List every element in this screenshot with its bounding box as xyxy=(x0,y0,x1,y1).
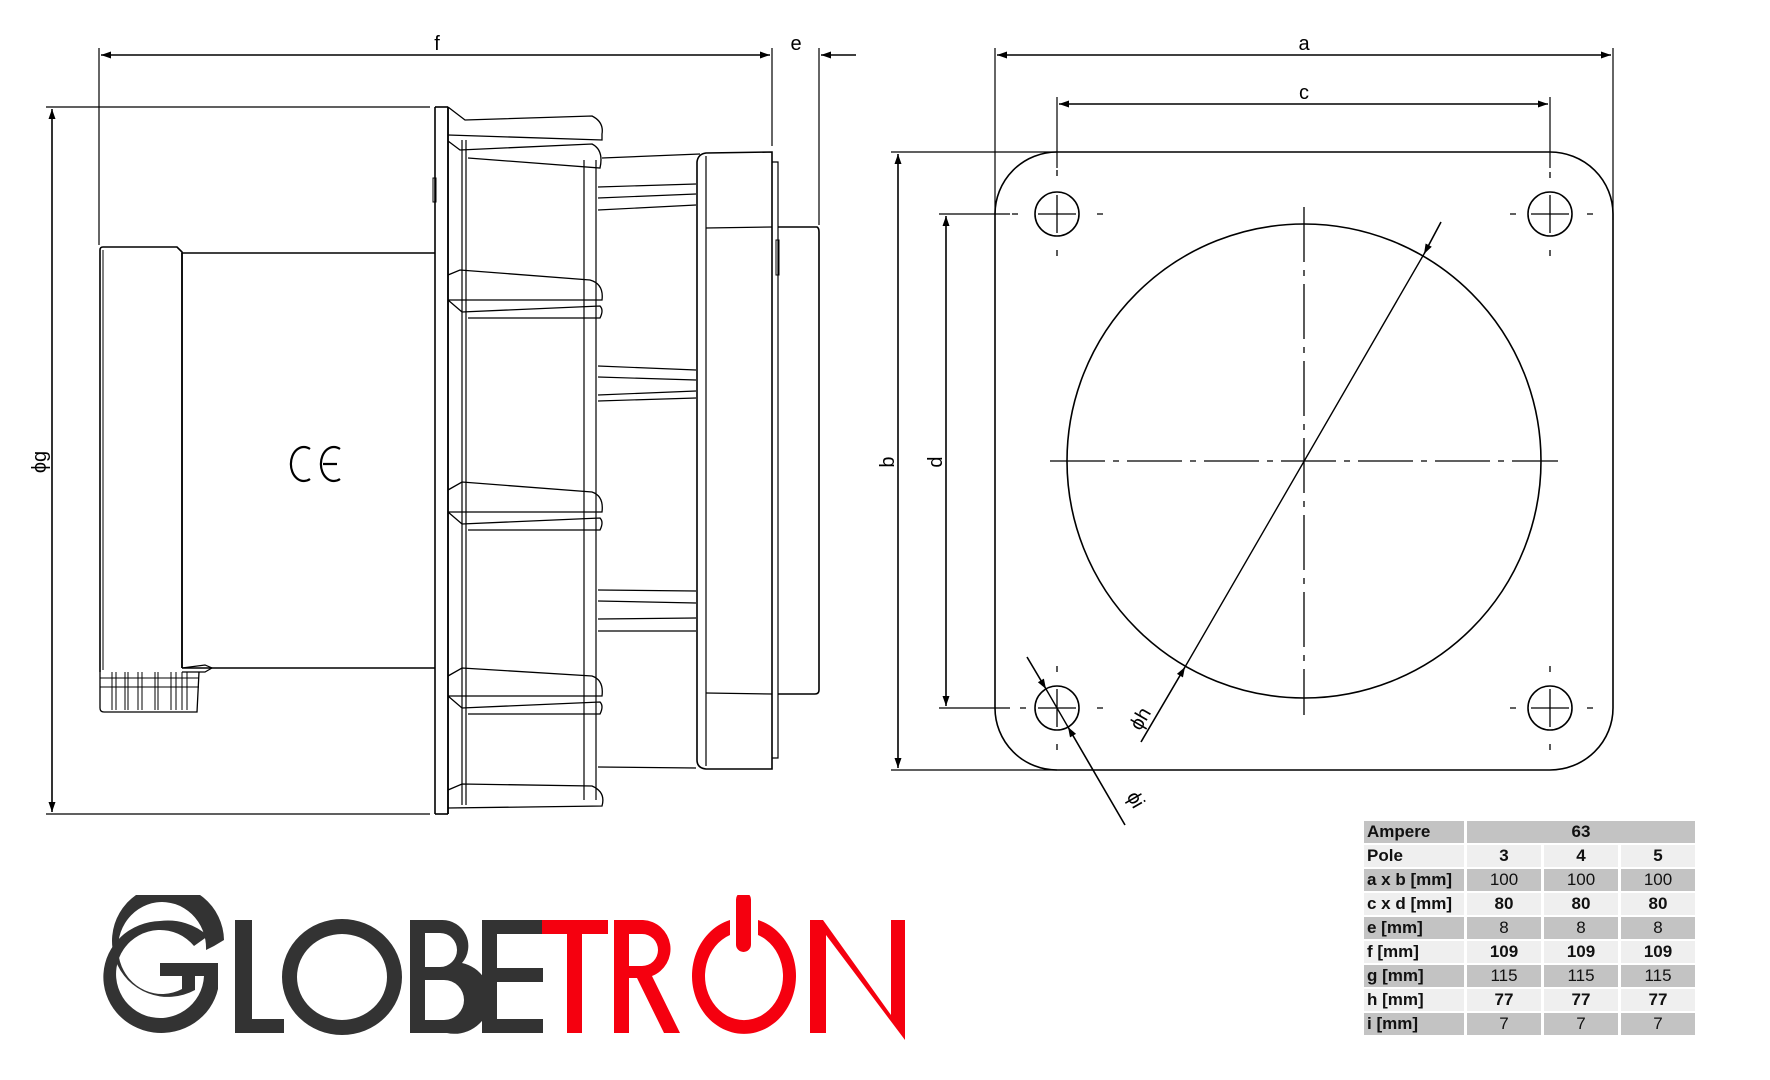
dimension-f: f xyxy=(98,33,773,245)
row-label: a x b [mm] xyxy=(1364,869,1464,891)
row-label: i [mm] xyxy=(1364,1013,1464,1035)
dimension-d: d xyxy=(925,213,1010,709)
row-label: Ampere xyxy=(1364,821,1464,843)
table-cell: 109 xyxy=(1467,941,1541,963)
table-row: h [mm] 77 77 77 xyxy=(1364,989,1695,1011)
dimension-label-c: c xyxy=(1299,82,1309,104)
table-row: e [mm] 8 8 8 xyxy=(1364,917,1695,939)
row-label: f [mm] xyxy=(1364,941,1464,963)
front-view: a c b d xyxy=(877,33,1614,826)
table-cell: 115 xyxy=(1621,965,1695,987)
table-cell: 8 xyxy=(1467,917,1541,939)
table-cell: 7 xyxy=(1621,1013,1695,1035)
table-cell: 3 xyxy=(1467,845,1541,867)
table-row: i [mm] 7 7 7 xyxy=(1364,1013,1695,1035)
logo-globe-letters xyxy=(103,884,543,1035)
table-cell: 109 xyxy=(1621,941,1695,963)
mounting-plate xyxy=(994,151,1614,771)
table-cell: 8 xyxy=(1544,917,1618,939)
ribbed-collar xyxy=(447,106,701,814)
table-cell: 77 xyxy=(1467,989,1541,1011)
dimension-c: c xyxy=(1056,82,1551,168)
dimension-label-i: ϕi xyxy=(1122,788,1149,813)
row-label: e [mm] xyxy=(1364,917,1464,939)
dimension-e: e xyxy=(790,33,856,225)
mounting-holes xyxy=(1012,170,1593,750)
main-body xyxy=(181,106,449,815)
rear-cap xyxy=(99,246,435,713)
power-icon xyxy=(692,892,796,1034)
hole-icon xyxy=(1012,170,1103,256)
hole-icon xyxy=(1510,172,1593,256)
table-cell: 5 xyxy=(1621,845,1695,867)
dimension-label-h: ϕh xyxy=(1126,704,1156,734)
side-view: f e ϕg xyxy=(29,33,856,815)
front-plate xyxy=(696,151,820,770)
dimension-label-a: a xyxy=(1298,33,1310,55)
table-cell: 115 xyxy=(1544,965,1618,987)
row-label: h [mm] xyxy=(1364,989,1464,1011)
ampere-value: 63 xyxy=(1467,821,1695,843)
table-cell: 100 xyxy=(1621,869,1695,891)
table-cell: 100 xyxy=(1544,869,1618,891)
dimension-label-f: f xyxy=(434,33,440,55)
dimension-h: ϕh xyxy=(1126,221,1442,743)
hole-icon xyxy=(1510,666,1593,750)
table-cell: 100 xyxy=(1467,869,1541,891)
hole-icon xyxy=(1020,666,1103,750)
table-cell: 7 xyxy=(1544,1013,1618,1035)
table-row: a x b [mm] 100 100 100 xyxy=(1364,869,1695,891)
globetron-logo: GLOBETRON xyxy=(100,884,930,1045)
table-cell: 109 xyxy=(1544,941,1618,963)
logo-graphic xyxy=(103,884,905,1040)
table-row-pole: Pole 3 4 5 xyxy=(1364,845,1695,867)
table-cell: 4 xyxy=(1544,845,1618,867)
table-cell: 80 xyxy=(1467,893,1541,915)
table-cell: 77 xyxy=(1621,989,1695,1011)
dimension-b: b xyxy=(877,151,1057,771)
ce-mark-icon xyxy=(289,445,341,483)
dimension-a: a xyxy=(994,33,1614,220)
table-cell: 80 xyxy=(1544,893,1618,915)
row-label: Pole xyxy=(1364,845,1464,867)
table-cell: 8 xyxy=(1621,917,1695,939)
dimension-label-d: d xyxy=(925,456,947,467)
dimension-label-b: b xyxy=(877,456,899,467)
dimension-label-g: ϕg xyxy=(29,451,51,473)
table-row: c x d [mm] 80 80 80 xyxy=(1364,893,1695,915)
logo-tron-letters xyxy=(542,892,905,1040)
dimension-g: ϕg xyxy=(29,106,430,815)
dimension-spec-table: Ampere 63 Pole 3 4 5 a x b [mm] 100 100 … xyxy=(1361,819,1698,1037)
table-row: f [mm] 109 109 109 xyxy=(1364,941,1695,963)
table-cell: 80 xyxy=(1621,893,1695,915)
table-cell: 115 xyxy=(1467,965,1541,987)
dimension-i: ϕi xyxy=(1026,656,1149,826)
table-row: g [mm] 115 115 115 xyxy=(1364,965,1695,987)
dimension-label-e: e xyxy=(790,33,801,55)
table-cell: 7 xyxy=(1467,1013,1541,1035)
row-label: c x d [mm] xyxy=(1364,893,1464,915)
table-cell: 77 xyxy=(1544,989,1618,1011)
table-row-ampere: Ampere 63 xyxy=(1364,821,1695,843)
row-label: g [mm] xyxy=(1364,965,1464,987)
